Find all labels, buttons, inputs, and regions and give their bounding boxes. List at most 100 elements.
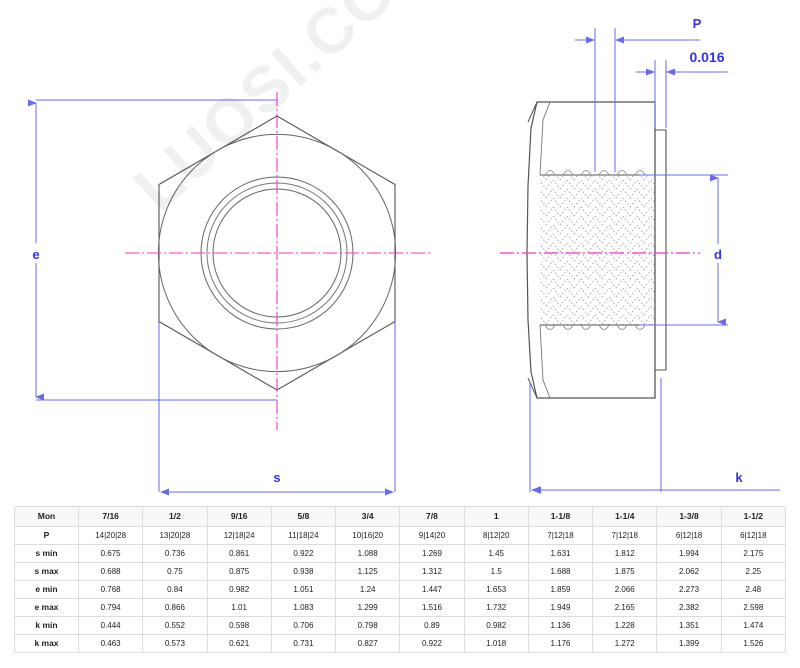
table-cell: 0.621 — [206, 634, 272, 653]
table-cell: 2.165 — [592, 598, 658, 617]
table-cell: 0.89 — [399, 616, 465, 635]
table-cell: 2.175 — [720, 544, 787, 563]
table-cell: 9|14|20 — [399, 526, 465, 545]
column-header: 1-3/8 — [656, 506, 722, 527]
table-cell: 0.75 — [142, 562, 208, 581]
table-cell: 0.938 — [270, 562, 337, 581]
dimension-chamfer: 0.016 — [636, 49, 728, 128]
table-cell: 1.399 — [656, 634, 722, 653]
table-cell: 1.516 — [399, 598, 465, 617]
column-header: 1 — [463, 506, 529, 527]
table-cell: 14|20|28 — [77, 526, 144, 545]
table-cell: 0.794 — [77, 598, 144, 617]
table-cell: 1.859 — [527, 580, 594, 599]
washer-face — [655, 129, 667, 371]
dimension-s: s — [158, 321, 396, 496]
column-header: 3/4 — [335, 506, 401, 527]
table-cell: 0.866 — [142, 598, 208, 617]
table-cell: 0.768 — [77, 580, 144, 599]
table-cell: 0.827 — [335, 634, 401, 653]
table-cell: 1.653 — [463, 580, 529, 599]
table-cell: 11|18|24 — [270, 526, 337, 545]
table-cell: 0.922 — [270, 544, 337, 563]
thread-crest-detail — [544, 170, 646, 330]
row-header: e max — [14, 598, 79, 617]
table-cell: 0.552 — [142, 616, 208, 635]
table-cell: 0.875 — [206, 562, 272, 581]
table-cell: 1.083 — [270, 598, 337, 617]
table-cell: 13|20|28 — [142, 526, 208, 545]
table-cell: 0.798 — [335, 616, 401, 635]
dimension-label-s: s — [273, 470, 280, 485]
dimension-label-P: P — [693, 16, 702, 31]
table-cell: 6|12|18 — [720, 526, 787, 545]
table-cell: 1.272 — [592, 634, 658, 653]
table-cell: 2.25 — [720, 562, 787, 581]
column-header: 1-1/2 — [720, 506, 787, 527]
dimension-k: k — [529, 378, 780, 494]
table-cell: 1.269 — [399, 544, 465, 563]
table-cell: 1.125 — [335, 562, 401, 581]
table-cell: 1.136 — [527, 616, 594, 635]
table-cell: 0.688 — [77, 562, 144, 581]
dimension-label-chamfer: 0.016 — [689, 49, 724, 65]
table-cell: 1.312 — [399, 562, 465, 581]
table-cell: 1.01 — [206, 598, 272, 617]
table-cell: 2.273 — [656, 580, 722, 599]
table-cell: 0.922 — [399, 634, 465, 653]
table-cell: 8|12|20 — [463, 526, 529, 545]
table-cell: 1.688 — [527, 562, 594, 581]
table-cell: 12|18|24 — [206, 526, 272, 545]
table-cell: 1.949 — [527, 598, 594, 617]
table-cell: 0.706 — [270, 616, 337, 635]
row-header: k max — [14, 634, 79, 653]
table-cell: 1.631 — [527, 544, 594, 563]
table-cell: 1.176 — [527, 634, 594, 653]
table-cell: 0.84 — [142, 580, 208, 599]
hex-nut-section-view — [500, 101, 700, 399]
table-cell: 1.018 — [463, 634, 529, 653]
table-cell: 1.351 — [656, 616, 722, 635]
table-cell: 0.982 — [206, 580, 272, 599]
table-cell: 1.088 — [335, 544, 401, 563]
table-cell: 7|12|18 — [592, 526, 658, 545]
column-header: 1-1/8 — [527, 506, 594, 527]
column-header: 9/16 — [206, 506, 272, 527]
column-header: 1/2 — [142, 506, 208, 527]
table-cell: 10|16|20 — [335, 526, 401, 545]
table-cell: 0.463 — [77, 634, 144, 653]
table-cell: 0.861 — [206, 544, 272, 563]
table-cell: 1.228 — [592, 616, 658, 635]
table-cell: 0.573 — [142, 634, 208, 653]
row-header: e min — [14, 580, 79, 599]
table-cell: 0.444 — [77, 616, 144, 635]
table-cell: 6|12|18 — [656, 526, 722, 545]
table-cell: 1.447 — [399, 580, 465, 599]
dimension-d: d — [640, 174, 728, 326]
table-cell: 1.994 — [656, 544, 722, 563]
table-cell: 1.732 — [463, 598, 529, 617]
table-cell: 1.051 — [270, 580, 337, 599]
table-cell: 1.812 — [592, 544, 658, 563]
thread-hatch-region — [540, 175, 655, 325]
row-header: s max — [14, 562, 79, 581]
row-header: P — [14, 526, 79, 545]
table-cell: 1.299 — [335, 598, 401, 617]
column-header: 5/8 — [270, 506, 337, 527]
row-header: s min — [14, 544, 79, 563]
table-cell: 2.382 — [656, 598, 722, 617]
engineering-drawing-canvas: e s — [27, 0, 780, 496]
table-cell: 0.736 — [142, 544, 208, 563]
dimension-label-d: d — [714, 247, 722, 262]
table-cell: 2.066 — [592, 580, 658, 599]
